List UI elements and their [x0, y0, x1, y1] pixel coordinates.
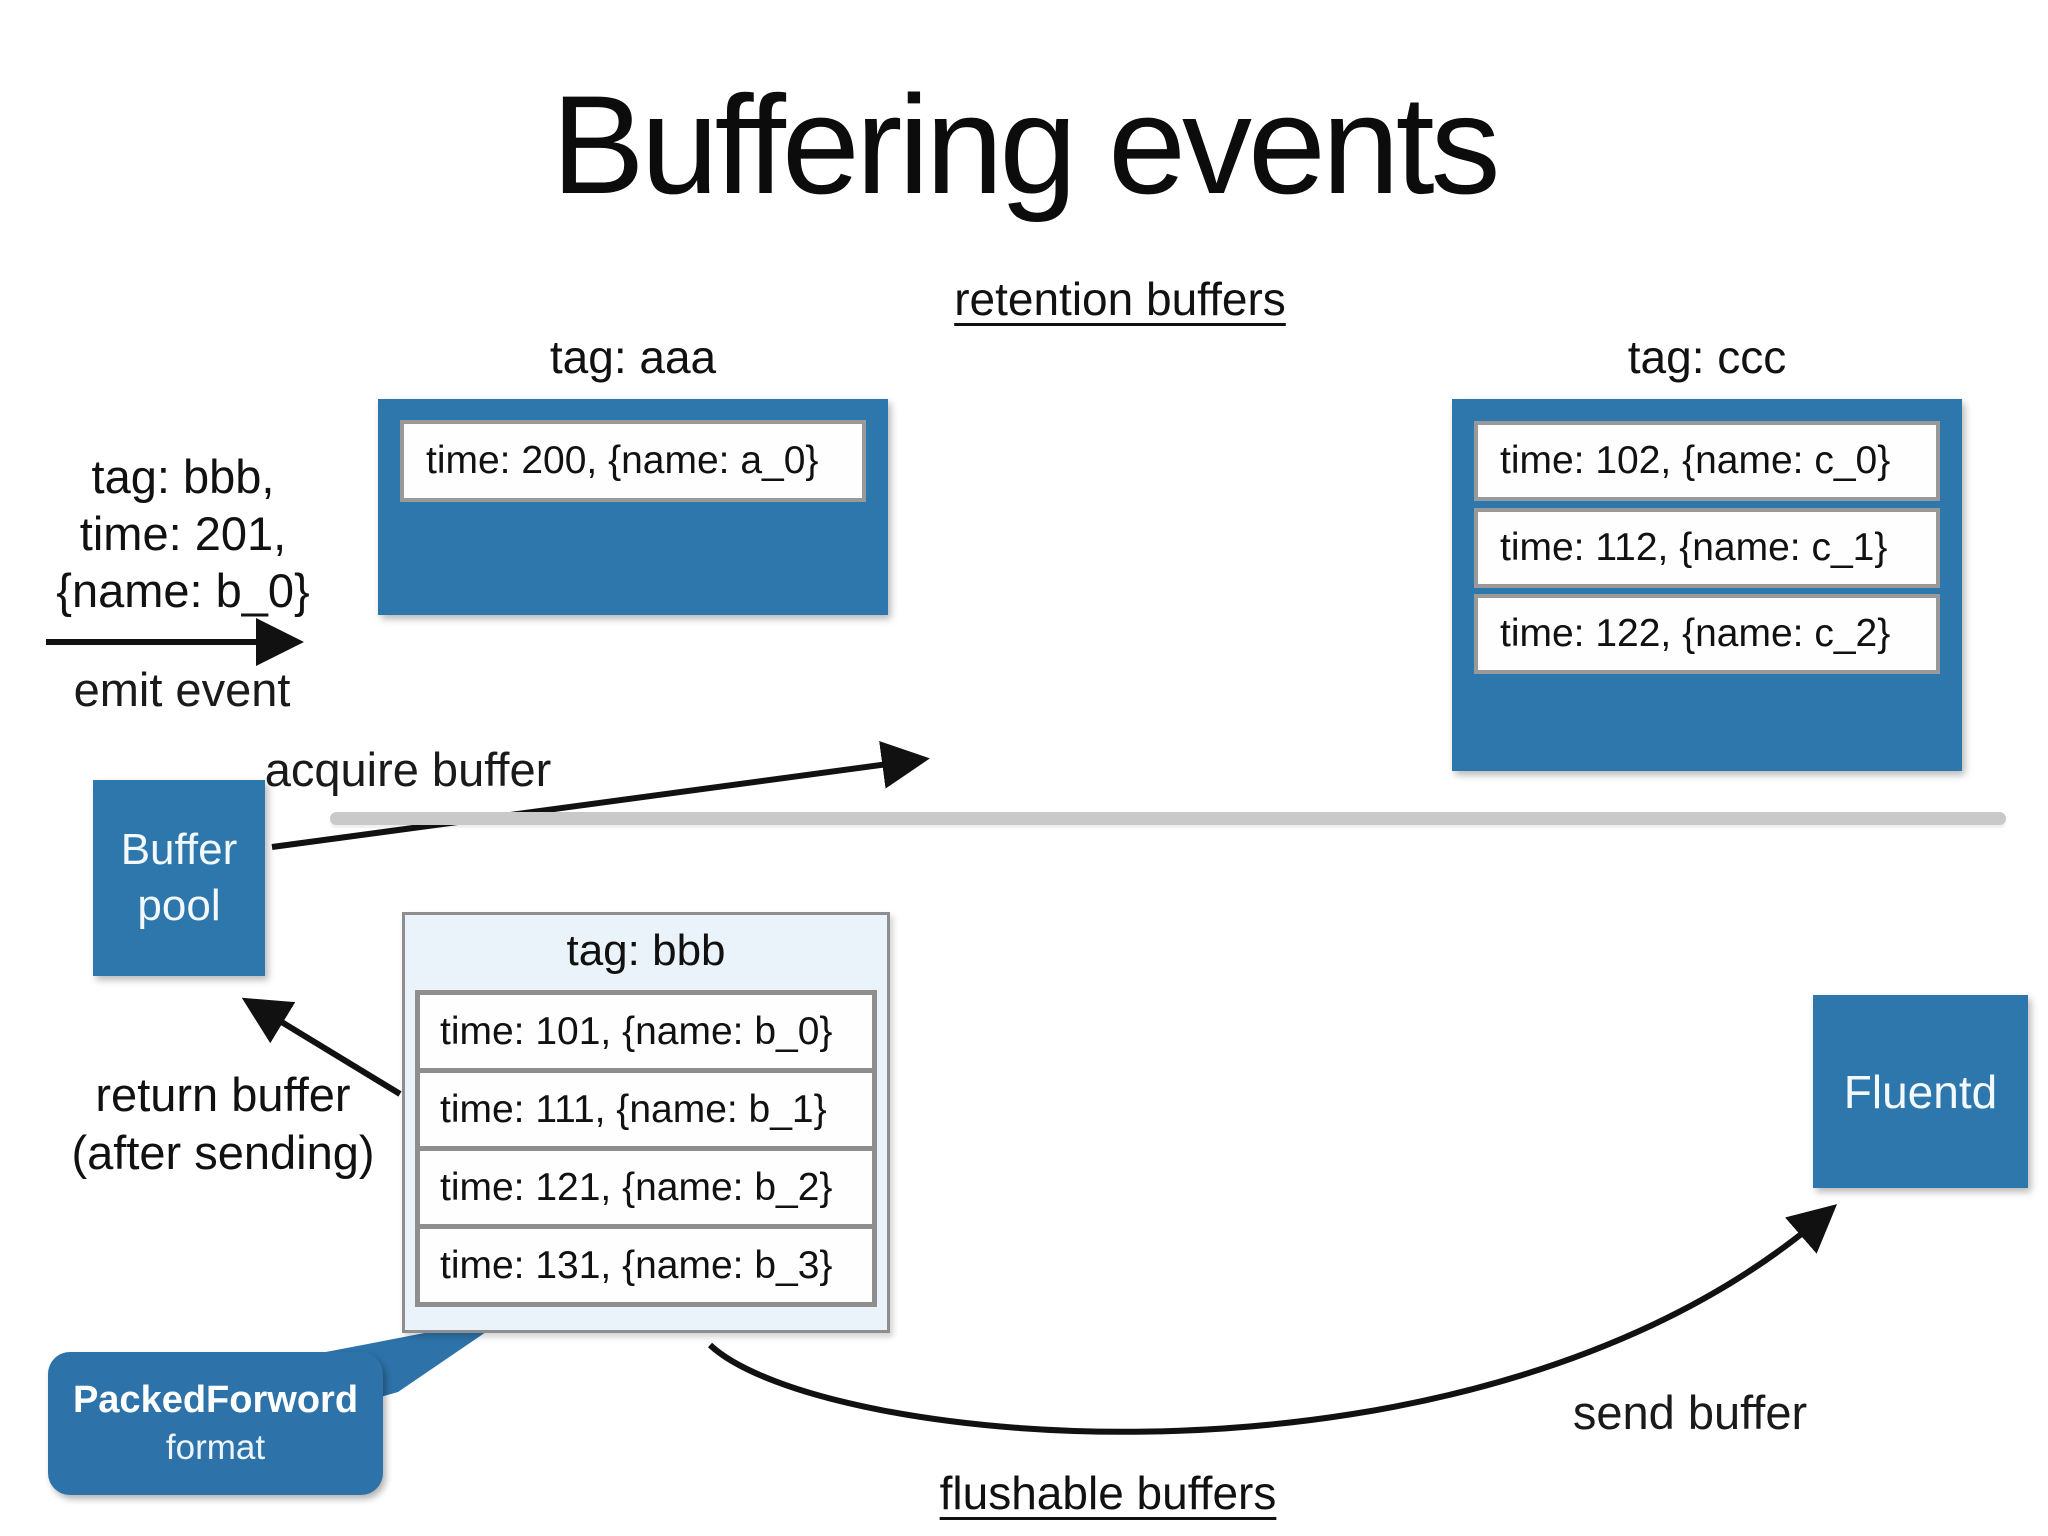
- acquire-buffer-label: acquire buffer: [264, 743, 552, 796]
- buffer-bbb-event-row: time: 101, {name: b_0}: [420, 995, 872, 1068]
- send-buffer-label: send buffer: [1572, 1386, 1808, 1439]
- buffer-bbb-event-row: time: 131, {name: b_3}: [420, 1229, 872, 1302]
- buffer-pool-label-line: Buffer: [120, 825, 238, 874]
- buffer-ccc-event-row: time: 122, {name: c_2}: [1474, 594, 1940, 674]
- packedforword-callout: PackedForword format: [48, 1352, 383, 1495]
- return-buffer-label-line: (after sending): [71, 1126, 375, 1179]
- buffer-aaa-tag-label: tag: aaa: [549, 331, 717, 383]
- buffer-ccc-event-row: time: 112, {name: c_1}: [1474, 508, 1940, 588]
- incoming-event-payload: tag: bbb, time: 201, {name: b_0}: [56, 448, 310, 619]
- return-buffer-label-line: return buffer: [95, 1068, 351, 1121]
- buffer-ccc-event-row: time: 102, {name: c_0}: [1474, 421, 1940, 501]
- section-divider: [330, 812, 2006, 825]
- retention-buffers-label: retention buffers: [954, 273, 1286, 325]
- incoming-event-line: tag: bbb,: [91, 450, 275, 503]
- buffer-pool-box: Buffer pool: [93, 780, 265, 976]
- flushable-buffers-label: flushable buffers: [939, 1467, 1277, 1519]
- callout-title: PackedForword: [72, 1378, 359, 1421]
- return-buffer-label: return buffer (after sending): [71, 1066, 374, 1182]
- incoming-event-line: {name: b_0}: [56, 564, 310, 617]
- emit-event-label: emit event: [73, 663, 291, 716]
- page-title: Buffering events: [551, 66, 1500, 223]
- incoming-event-line: time: 201,: [79, 507, 287, 560]
- callout-subtitle: format: [165, 1427, 266, 1467]
- fluentd-label: Fluentd: [1843, 1065, 1998, 1118]
- buffer-ccc-tag-label: tag: ccc: [1627, 331, 1787, 383]
- buffer-bbb-rows-frame: time: 101, {name: b_0} time: 111, {name:…: [415, 990, 877, 1307]
- buffer-aaa-event-row: time: 200, {name: a_0}: [400, 420, 866, 502]
- buffer-bbb-event-row: time: 121, {name: b_2}: [420, 1151, 872, 1224]
- buffer-bbb-tag-label: tag: bbb: [566, 926, 726, 975]
- fluentd-box: Fluentd: [1813, 995, 2028, 1188]
- buffer-pool-label-line: pool: [137, 881, 221, 930]
- buffer-bbb-event-row: time: 111, {name: b_1}: [420, 1073, 872, 1146]
